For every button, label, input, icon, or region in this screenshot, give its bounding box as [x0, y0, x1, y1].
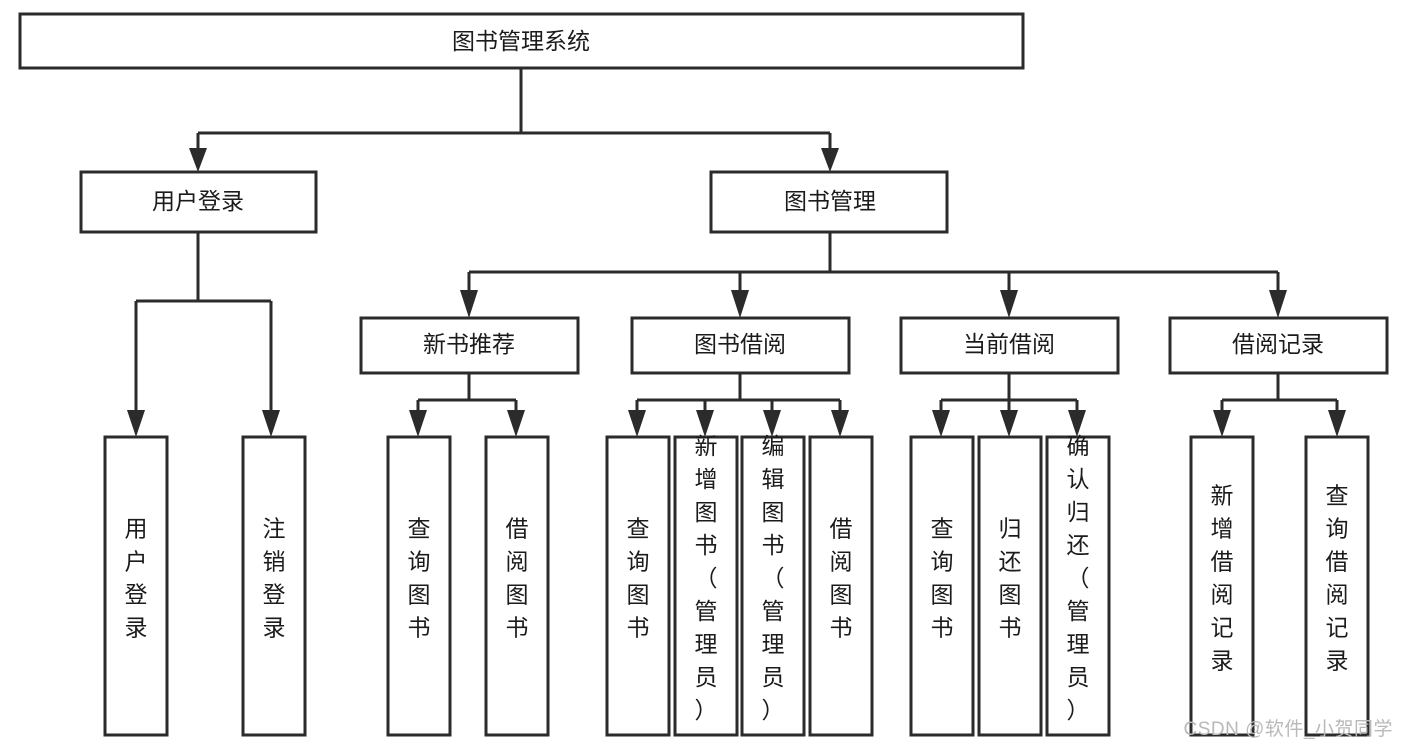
- node-leaf-query-book-2-label: 查询图书: [627, 516, 650, 641]
- node-borrow-record-box[interactable]: [1168, 316, 1389, 375]
- node-book-borrow-box[interactable]: [630, 316, 851, 375]
- node-user-login-label: 用户登录: [152, 188, 244, 214]
- edge-layer: [127, 68, 1346, 437]
- arrow-leaf-user-login: [127, 410, 145, 437]
- node-leaf-query-book-3-label: 查询图书: [931, 516, 954, 641]
- node-book-borrow[interactable]: 图书借阅: [630, 316, 851, 375]
- node-current-borrow-box[interactable]: [899, 316, 1120, 375]
- node-leaf-borrow-book-1-label: 借阅图书: [506, 516, 529, 641]
- node-leaf-logout[interactable]: 注销登录: [241, 435, 307, 737]
- node-new-book-recommend-label: 新书推荐: [423, 331, 515, 357]
- arrow-borrow-record: [1269, 290, 1287, 318]
- node-leaf-edit-book-label: 编辑图书（管理员）: [762, 433, 785, 723]
- node-leaf-query-record-label: 查询借阅记录: [1326, 483, 1349, 674]
- node-new-book-recommend[interactable]: 新书推荐: [359, 316, 580, 375]
- node-leaf-confirm-return-box[interactable]: [1045, 435, 1111, 737]
- node-leaf-add-book-label: 新增图书（管理员）: [695, 433, 718, 723]
- arrow-leaf-edit-book: [763, 410, 781, 437]
- node-book-manage[interactable]: 图书管理: [709, 170, 949, 234]
- node-leaf-query-book-1-box[interactable]: [386, 435, 452, 737]
- node-root[interactable]: 图书管理系统: [18, 12, 1025, 70]
- arrow-leaf-add-book: [696, 410, 714, 437]
- node-leaf-user-login-label: 用户登录: [125, 516, 148, 641]
- node-leaf-query-record[interactable]: 查询借阅记录: [1304, 435, 1370, 737]
- arrow-leaf-add-record: [1213, 410, 1231, 437]
- node-leaf-borrow-book-1-box[interactable]: [484, 435, 550, 737]
- node-new-book-recommend-box[interactable]: [359, 316, 580, 375]
- arrow-to-book-manage: [821, 148, 839, 172]
- node-leaf-add-book-box[interactable]: [673, 435, 739, 737]
- node-leaf-borrow-book-2[interactable]: 借阅图书: [808, 435, 874, 737]
- node-book-manage-box[interactable]: [709, 170, 949, 234]
- node-leaf-user-login[interactable]: 用户登录: [103, 435, 169, 737]
- arrow-leaf-return-book: [1000, 410, 1018, 437]
- node-book-borrow-label: 图书借阅: [694, 331, 786, 357]
- node-leaf-user-login-box[interactable]: [103, 435, 169, 737]
- arrow-leaf-logout: [262, 410, 280, 437]
- node-leaf-query-record-box[interactable]: [1304, 435, 1370, 737]
- node-leaf-return-book-box[interactable]: [977, 435, 1043, 737]
- node-leaf-query-book-2[interactable]: 查询图书: [605, 435, 671, 737]
- arrow-leaf-borrow-book-2: [831, 410, 849, 437]
- arrow-book-borrow: [731, 290, 749, 318]
- node-leaf-edit-book-box[interactable]: [740, 435, 806, 737]
- node-root-box[interactable]: [18, 12, 1025, 70]
- arrow-to-user-login: [189, 148, 207, 172]
- node-leaf-confirm-return-label: 确认归还（管理员）: [1067, 433, 1090, 723]
- node-leaf-borrow-book-1[interactable]: 借阅图书: [484, 435, 550, 737]
- node-leaf-query-book-1-label: 查询图书: [408, 516, 431, 641]
- node-leaf-logout-box[interactable]: [241, 435, 307, 737]
- node-leaf-query-book-2-box[interactable]: [605, 435, 671, 737]
- arrow-leaf-query-record: [1328, 410, 1346, 437]
- node-leaf-logout-label: 注销登录: [263, 516, 286, 641]
- arrow-leaf-query-book-1: [409, 410, 427, 437]
- node-leaf-return-book-label: 归还图书: [999, 516, 1022, 641]
- node-leaf-add-record[interactable]: 新增借阅记录: [1189, 435, 1255, 737]
- node-user-login[interactable]: 用户登录: [79, 170, 318, 234]
- node-borrow-record-label: 借阅记录: [1232, 331, 1324, 357]
- node-leaf-edit-book[interactable]: 编辑图书（管理员）: [740, 433, 806, 737]
- node-leaf-add-book[interactable]: 新增图书（管理员）: [673, 433, 739, 737]
- node-leaf-borrow-book-2-box[interactable]: [808, 435, 874, 737]
- node-current-borrow-label: 当前借阅: [963, 331, 1055, 357]
- node-leaf-query-book-1[interactable]: 查询图书: [386, 435, 452, 737]
- arrow-current-borrow: [1000, 290, 1018, 318]
- arrow-leaf-query-book-2: [628, 410, 646, 437]
- node-leaf-borrow-book-2-label: 借阅图书: [830, 516, 853, 641]
- node-leaf-add-record-box[interactable]: [1189, 435, 1255, 737]
- node-leaf-return-book[interactable]: 归还图书: [977, 435, 1043, 737]
- node-leaf-query-book-3[interactable]: 查询图书: [909, 435, 975, 737]
- arrow-leaf-query-book-3: [932, 410, 950, 437]
- arrow-new-book-recommend: [460, 290, 478, 318]
- node-leaf-query-book-3-box[interactable]: [909, 435, 975, 737]
- arrow-leaf-borrow-book-1: [507, 410, 525, 437]
- node-book-manage-label: 图书管理: [784, 188, 876, 214]
- node-current-borrow[interactable]: 当前借阅: [899, 316, 1120, 375]
- node-borrow-record[interactable]: 借阅记录: [1168, 316, 1389, 375]
- node-root-label: 图书管理系统: [452, 28, 590, 54]
- node-leaf-add-record-label: 新增借阅记录: [1211, 483, 1234, 674]
- node-user-login-box[interactable]: [79, 170, 318, 234]
- arrow-leaf-confirm-return: [1068, 410, 1086, 437]
- node-leaf-confirm-return[interactable]: 确认归还（管理员）: [1045, 433, 1111, 737]
